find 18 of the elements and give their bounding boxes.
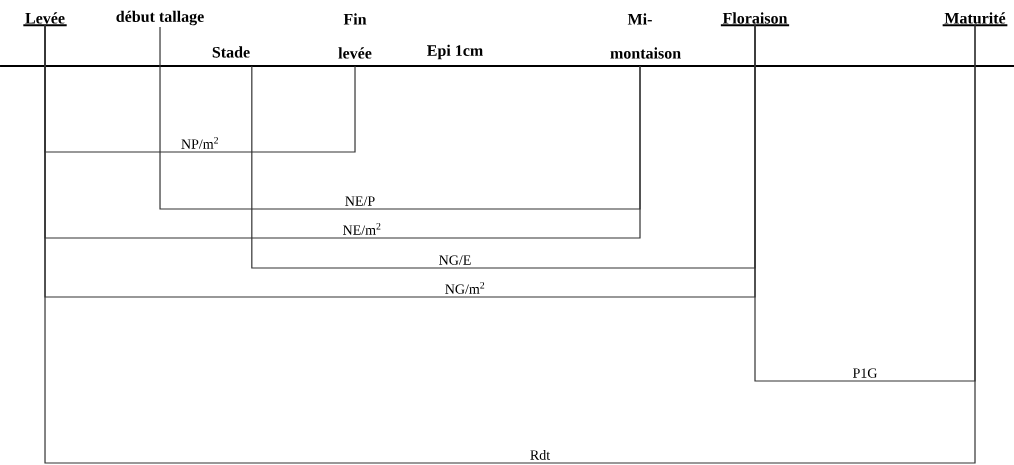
stage-label: Maturité — [941, 12, 1009, 27]
edge-label: P1G — [851, 367, 879, 379]
span-bracket — [44, 24, 976, 464]
stage-label: début tallage — [116, 10, 204, 26]
span-bracket — [159, 26, 641, 210]
stage-label: Floraison — [719, 12, 791, 27]
stage-label: Mi- montaison — [610, 13, 681, 59]
stage-label: Stade — [212, 46, 250, 58]
edge-label: NE/P — [343, 195, 377, 207]
stage-label: Levée — [22, 12, 68, 27]
stage-label: Fin levée — [338, 13, 372, 59]
edge-label: NG/E — [437, 254, 473, 266]
edge-label: NP/m$^{2}$ — [180, 135, 221, 150]
stage-label: Epi 1cm — [427, 44, 483, 60]
edge-label: NG/m$^{2}$ — [443, 280, 487, 295]
edge-label: Rdt — [528, 448, 552, 461]
span-bracket — [754, 24, 976, 382]
edge-label: NE/m$^{2}$ — [341, 221, 383, 236]
